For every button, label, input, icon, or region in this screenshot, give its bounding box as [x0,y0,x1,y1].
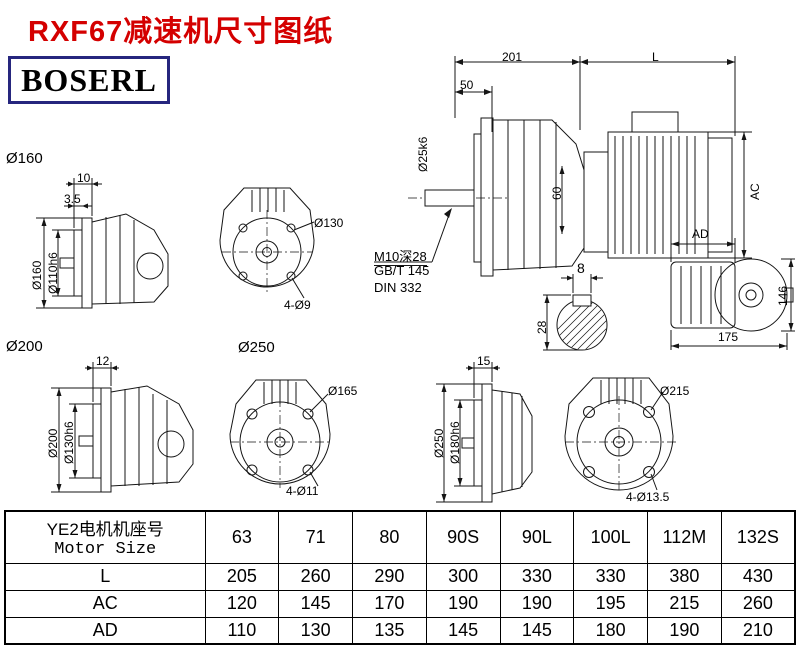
view-200-drawing [51,362,194,493]
cell-L-90S: 300 [425,562,501,591]
cell-L-63: 205 [204,562,280,591]
cell-L-112M: 380 [647,562,722,591]
dim-d215-label: Ø215 [660,384,690,398]
cell-L-132S: 430 [720,562,796,591]
dim-d180h6-label: Ø180h6 [448,421,462,464]
dim-60-label: 60 [550,186,564,200]
dim-15-label: 15 [477,354,491,368]
dim-3-5-label: 3.5 [64,192,81,206]
cell-L-90L: 330 [499,562,575,591]
note-gbt145: GB/T 145 [374,263,430,278]
cell-AC-100L: 195 [573,589,648,618]
output-flange-side-drawing [670,238,795,350]
cell-AC-90L: 190 [499,589,575,618]
cell-AC-71: 145 [278,589,353,618]
motor-size-label-en: Motor Size [54,540,157,560]
dim-4d11-label: 4-Ø11 [286,484,319,498]
dim-201-label: 201 [502,50,523,64]
cell-AD-90L: 145 [499,616,575,645]
brand-logo: BOSERL [8,56,170,104]
dim-d250-label: Ø250 [432,428,446,458]
dim-L-label: L [652,50,659,64]
dim-d110h6-label: Ø110h6 [46,252,60,294]
note-m10-depth: M10深28 [374,246,427,266]
flange-130-drawing [219,187,315,299]
dim-AC-label: AC [748,183,762,200]
row-label-AD: AD [4,616,206,645]
note-din332: DIN 332 [374,280,422,295]
dim-4d13-5-label: 4-Ø13.5 [626,490,670,504]
dim-d165-label: Ø165 [328,384,358,398]
section-label-250: Ø250 [238,339,275,356]
table-row-AD: AD 110 130 135 145 145 180 190 210 [4,616,796,645]
motor-size-label-cn: YE2电机机座号 [46,520,164,540]
dim-4d9-label: 4-Ø9 [284,298,311,312]
cell-AC-112M: 215 [647,589,722,618]
col-header-90L: 90L [499,510,575,564]
cell-AD-71: 130 [278,616,353,645]
dim-shaft-d25k6-label: Ø25k6 [416,136,430,172]
dim-10-label: 10 [77,171,91,185]
section-label-200: Ø200 [6,338,43,355]
col-header-100L: 100L [573,510,648,564]
dim-d130h6-label: Ø130h6 [62,421,76,464]
main-assembly-drawing [374,56,752,277]
row-label-L: L [4,562,206,591]
cell-AD-63: 110 [204,616,280,645]
cell-AC-132S: 260 [720,589,796,618]
table-row-L: L 205 260 290 300 330 330 380 430 [4,562,796,591]
cell-AD-80: 135 [352,616,427,645]
dim-d130-label: Ø130 [314,216,344,230]
col-header-90S: 90S [425,510,501,564]
cell-AD-90S: 145 [425,616,501,645]
row-label-AC: AC [4,589,206,618]
flange-165-drawing [229,379,331,488]
col-header-63: 63 [204,510,280,564]
dim-28-label: 28 [535,320,549,334]
dim-8-label: 8 [577,260,585,276]
cell-AD-132S: 210 [720,616,796,645]
table-row-AC: AC 120 145 170 190 190 195 215 260 [4,589,796,618]
view-160-drawing [36,178,169,309]
dim-12-label: 12 [96,354,110,368]
col-header-132S: 132S [720,510,796,564]
cell-AC-80: 170 [352,589,427,618]
view-250-drawing [436,362,533,503]
dim-175-label: 175 [718,330,739,344]
dim-146-label: 146 [776,285,790,306]
cell-L-100L: 330 [573,562,648,591]
dim-d200-label: Ø200 [46,428,60,458]
cell-L-80: 290 [352,562,427,591]
cell-AC-63: 120 [204,589,280,618]
shaft-section-drawing [543,274,608,351]
col-header-80: 80 [352,510,427,564]
cell-AC-90S: 190 [425,589,501,618]
page-title: RXF67减速机尺寸图纸 [28,16,334,48]
dim-50-label: 50 [460,78,474,92]
motor-size-header: YE2电机机座号 Motor Size [4,510,206,564]
cell-L-71: 260 [278,562,353,591]
flange-215-drawing [564,377,677,491]
cell-AD-100L: 180 [573,616,648,645]
dim-d160-label: Ø160 [30,260,44,290]
col-header-71: 71 [278,510,353,564]
dim-AD-label: AD [692,227,709,241]
section-label-160: Ø160 [6,150,43,167]
cell-AD-112M: 190 [647,616,722,645]
col-header-112M: 112M [647,510,722,564]
dimension-table: YE2电机机座号 Motor Size 63 71 80 90S 90L 100… [4,510,796,645]
